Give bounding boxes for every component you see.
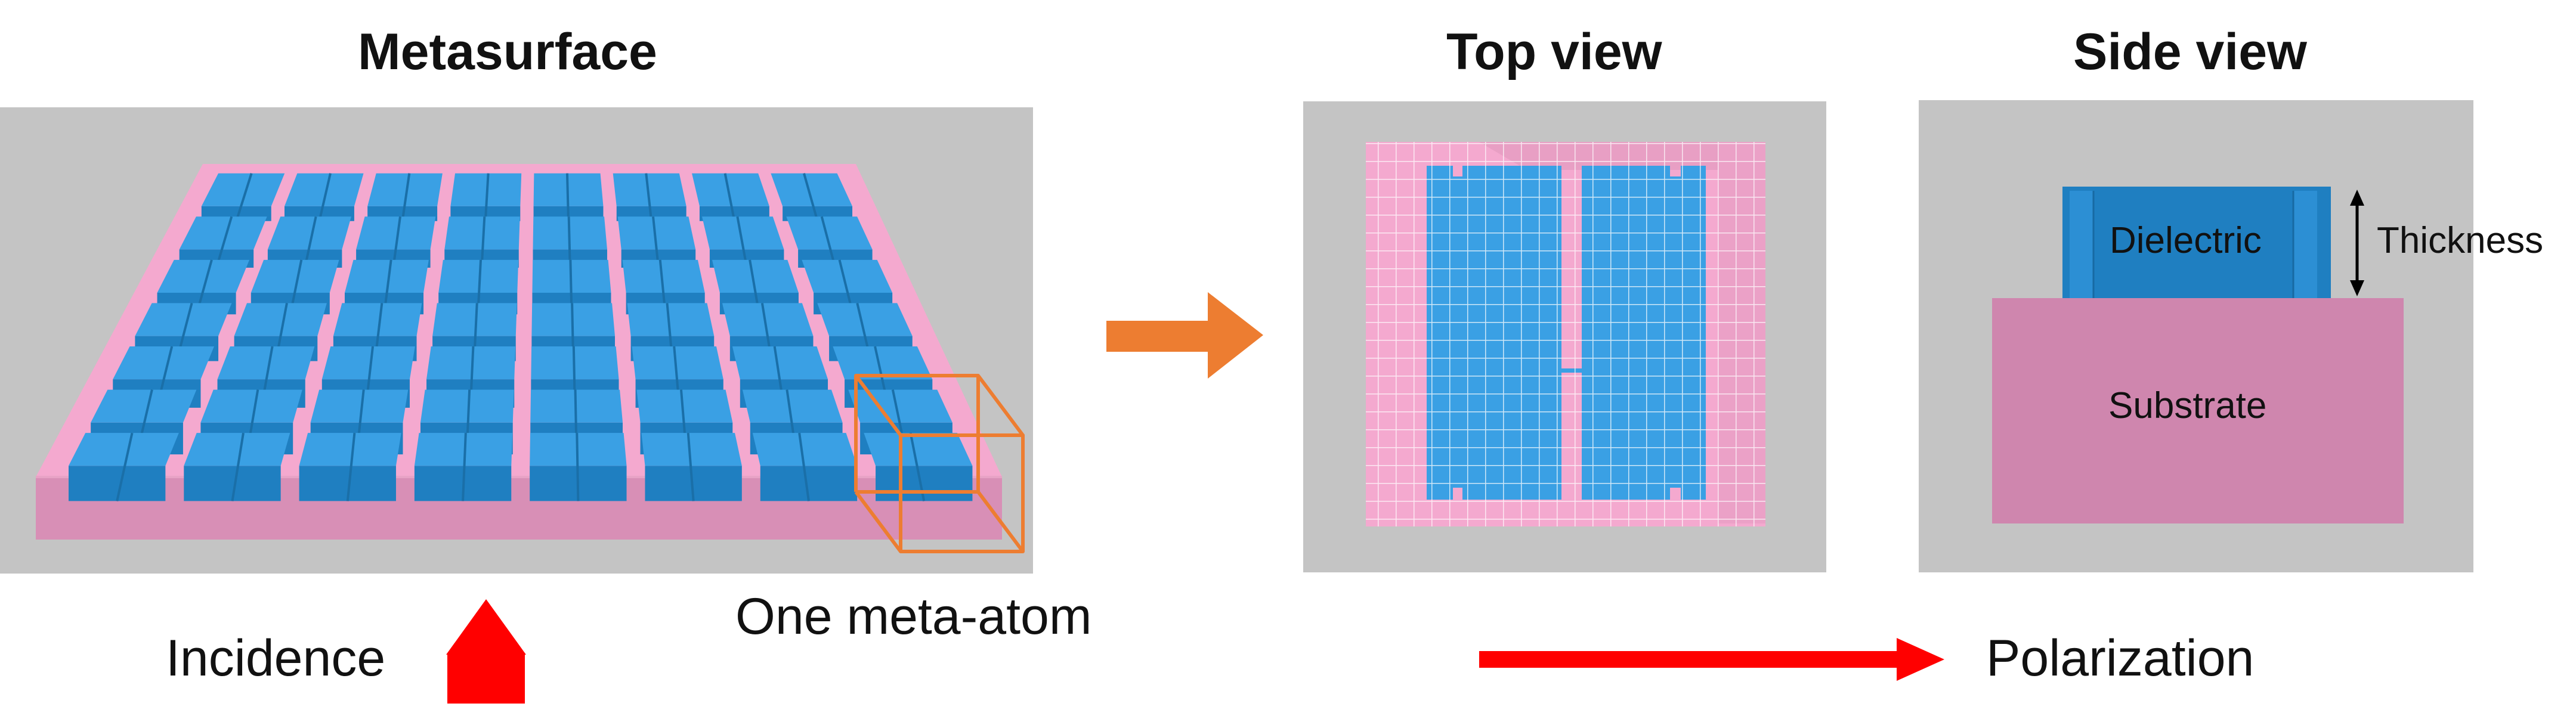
top-view-title: Top view <box>1446 23 1662 80</box>
incidence-arrow <box>447 655 525 704</box>
meta-atom <box>367 173 443 222</box>
side-view-dielectric <box>2062 187 2331 298</box>
meta-atom <box>530 433 627 501</box>
polarization-arrow <box>1479 638 1944 681</box>
meta-atom <box>533 173 604 221</box>
meta-atom <box>414 433 513 501</box>
meta-atom <box>613 173 686 221</box>
meta-atom <box>299 432 401 501</box>
meta-atom <box>641 432 742 501</box>
meta-atom <box>450 173 522 221</box>
meta-atom <box>771 173 853 222</box>
meta-atom-highlight-box <box>854 374 1025 553</box>
meta-atom-array <box>69 173 973 501</box>
meta-atom <box>284 173 364 222</box>
process-arrow <box>1106 292 1263 379</box>
meta-atom <box>692 173 769 222</box>
side-view-title: Side view <box>2073 23 2307 80</box>
incidence-label: Incidence <box>166 630 386 687</box>
meta-atom <box>752 432 858 501</box>
substrate-label: Substrate <box>2108 385 2267 426</box>
dielectric-label: Dielectric <box>2110 220 2262 261</box>
thickness-label: Thickness <box>2377 220 2544 261</box>
meta-atom <box>69 432 179 501</box>
thickness-arrow <box>2350 190 2364 296</box>
metasurface-title: Metasurface <box>358 23 657 80</box>
meta-atom <box>184 432 290 501</box>
side-view-substrate <box>1992 298 2404 523</box>
polarization-label: Polarization <box>1986 630 2255 687</box>
one-meta-atom-label: One meta-atom <box>735 588 1092 645</box>
